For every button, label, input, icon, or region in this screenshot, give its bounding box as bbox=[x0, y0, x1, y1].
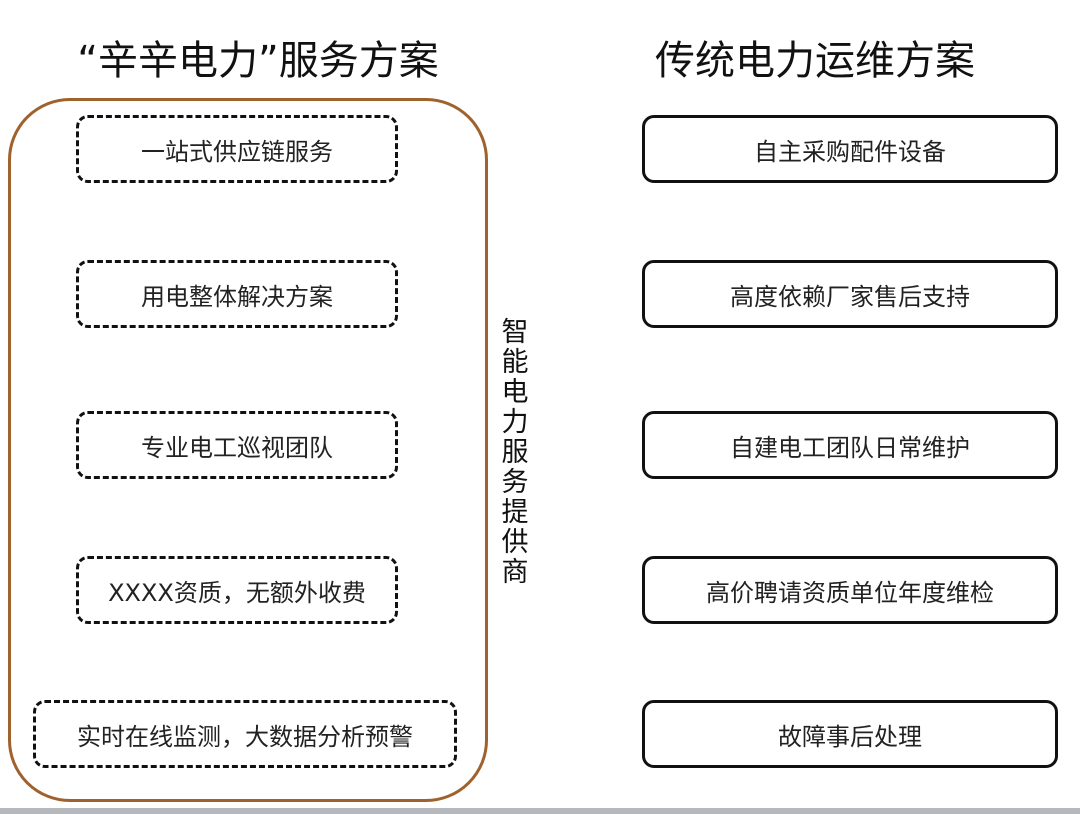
right-item: 故障事后处理 bbox=[642, 700, 1058, 768]
side-label: 智 能 电 力 服 务 提 供 商 bbox=[500, 318, 530, 588]
side-label-char: 能 bbox=[501, 347, 529, 378]
right-title: 传统电力运维方案 bbox=[655, 38, 975, 84]
side-label-char: 提 bbox=[501, 497, 529, 528]
left-item: 一站式供应链服务 bbox=[76, 115, 398, 183]
side-label-char: 供 bbox=[501, 527, 529, 558]
right-item: 高度依赖厂家售后支持 bbox=[642, 260, 1058, 328]
side-label-char: 电 bbox=[501, 377, 529, 408]
left-item: XXXX资质，无额外收费 bbox=[76, 556, 398, 624]
side-label-char: 服 bbox=[501, 437, 529, 468]
left-item: 专业电工巡视团队 bbox=[76, 411, 398, 479]
left-item: 实时在线监测，大数据分析预警 bbox=[33, 700, 457, 768]
side-label-char: 智 bbox=[501, 317, 529, 348]
bottom-edge-bar bbox=[0, 808, 1080, 814]
left-item: 用电整体解决方案 bbox=[76, 260, 398, 328]
left-title: “辛辛电力”服务方案 bbox=[77, 38, 439, 84]
service-group-frame bbox=[8, 98, 488, 802]
right-item: 自主采购配件设备 bbox=[642, 115, 1058, 183]
right-item: 高价聘请资质单位年度维检 bbox=[642, 556, 1058, 624]
side-label-char: 务 bbox=[501, 467, 529, 498]
right-item: 自建电工团队日常维护 bbox=[642, 411, 1058, 479]
side-label-char: 商 bbox=[501, 557, 529, 588]
side-label-char: 力 bbox=[501, 407, 529, 438]
